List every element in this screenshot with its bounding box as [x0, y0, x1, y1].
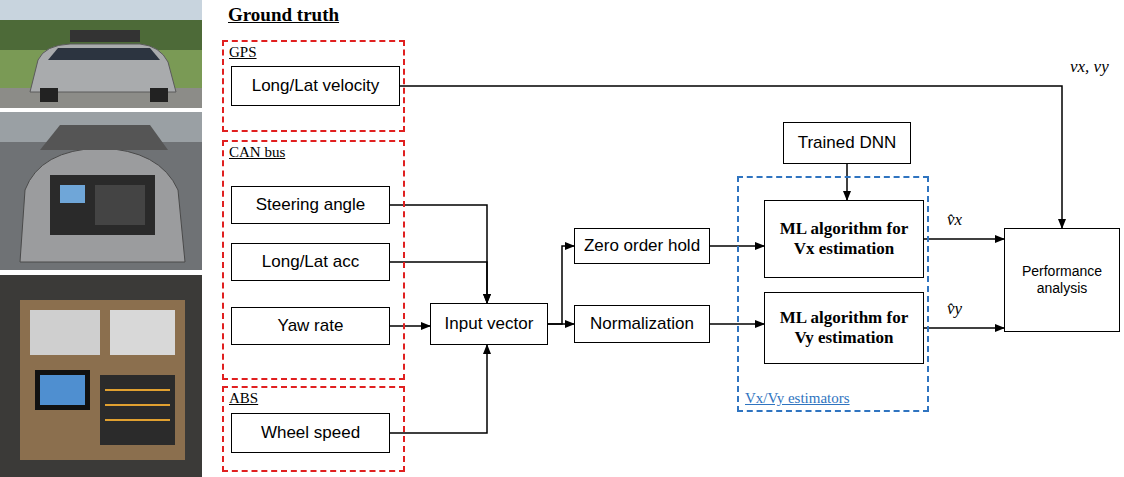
signal-box: Long/Lat acc	[231, 243, 390, 281]
open-hatch	[40, 125, 168, 150]
car-body	[30, 44, 176, 92]
rack	[20, 300, 185, 460]
box-label: Steering angle	[256, 195, 366, 215]
signal-group: GPS Long/Lat velocity	[222, 40, 405, 132]
signal-label: v̂y	[945, 299, 964, 319]
group-heading: Vx/Vy estimators	[745, 390, 850, 407]
windshield	[48, 48, 160, 60]
group-heading: GPS	[229, 44, 257, 61]
signal-label: vx, vy	[1068, 57, 1111, 77]
interior	[0, 275, 202, 477]
sky	[0, 0, 202, 108]
signal-arrow	[400, 86, 1062, 228]
monitor	[35, 370, 90, 410]
vehicle-photos	[0, 0, 205, 477]
analysis-box: Performance analysis	[1004, 228, 1120, 332]
signal-box: Steering angle	[231, 186, 390, 224]
process-box: Input vector	[430, 303, 548, 345]
screen	[60, 185, 85, 203]
roof-sensors	[70, 30, 140, 42]
box-label: Zero order hold	[584, 236, 700, 256]
signal-group: CAN busSteering angleLong/Lat accYaw rat…	[222, 140, 405, 380]
equipment	[95, 185, 145, 225]
process-box: Normalization	[574, 305, 710, 343]
equipment	[100, 375, 175, 445]
signal-box: Long/Lat velocity	[231, 66, 400, 106]
group-heading: CAN bus	[229, 144, 285, 161]
box-label: Input vector	[445, 314, 534, 334]
signal-label: v̂x	[945, 210, 964, 230]
signal-arrow	[390, 325, 430, 327]
computer	[30, 310, 100, 355]
box-label: ML algorithm for Vy estimation	[771, 308, 917, 349]
estimator-box: ML algorithm for Vx estimation	[764, 200, 924, 278]
box-label: Yaw rate	[278, 316, 344, 336]
box-label: Wheel speed	[261, 423, 360, 443]
computer	[110, 310, 175, 355]
garage	[0, 112, 202, 270]
estimator-group: Vx/Vy estimators ML algorithm for Vx esti…	[737, 176, 929, 412]
box-label: Performance analysis	[1011, 263, 1113, 297]
signal-arrow	[846, 164, 848, 200]
signal-arrow	[548, 323, 574, 325]
monitor-screen	[40, 375, 85, 405]
trunk	[50, 175, 155, 235]
estimator-box: ML algorithm for Vy estimation	[764, 292, 924, 364]
box-label: Normalization	[590, 314, 694, 334]
wheel	[40, 88, 58, 102]
cables	[105, 390, 170, 420]
signal-box: Yaw rate	[231, 307, 390, 345]
signal-box: Wheel speed	[231, 413, 390, 453]
wheel	[150, 88, 168, 102]
model-box: Trained DNN	[783, 122, 911, 164]
section-heading: Ground truth	[228, 4, 339, 26]
signal-arrow	[924, 327, 1004, 329]
process-box: Zero order hold	[574, 228, 710, 264]
group-heading: ABS	[229, 390, 258, 407]
box-label: Long/Lat velocity	[252, 76, 380, 96]
signal-arrow	[548, 246, 574, 324]
box-label: Long/Lat acc	[262, 252, 359, 272]
box-label: ML algorithm for Vx estimation	[771, 219, 917, 260]
car-rear	[20, 148, 185, 262]
box-label: Trained DNN	[798, 133, 897, 153]
signal-group: ABSWheel speed	[222, 386, 405, 472]
signal-arrow	[924, 238, 1004, 240]
